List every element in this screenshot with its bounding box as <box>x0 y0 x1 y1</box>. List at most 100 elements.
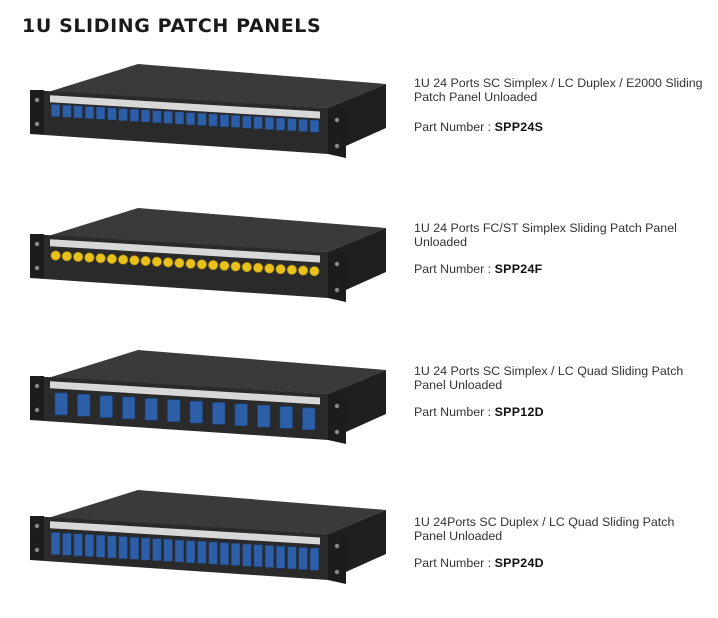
sc-duplex-adapter <box>51 532 61 555</box>
lc-quad-adapter <box>257 404 271 428</box>
label-strip <box>50 95 320 119</box>
part-number-label: Part Number : <box>414 262 495 276</box>
sc-adapter <box>186 112 196 125</box>
fc-adapter <box>129 255 140 266</box>
part-number-value: SPP24S <box>494 120 544 134</box>
sc-adapter <box>309 119 319 133</box>
rack-ear <box>328 534 346 584</box>
fc-adapter <box>118 254 129 265</box>
sc-duplex-adapter <box>219 542 229 565</box>
screw-icon <box>34 97 40 103</box>
page-title: 1U SLIDING PATCH PANELS <box>22 15 322 37</box>
screw-icon <box>34 523 40 529</box>
fc-adapter <box>275 264 286 275</box>
fc-adapter <box>151 256 162 267</box>
lc-quad-adapter <box>302 407 316 431</box>
screw-icon <box>334 117 340 123</box>
rack-ear <box>328 394 346 444</box>
lc-quad-adapter <box>77 393 91 417</box>
part-number-value: SPP24D <box>494 556 544 570</box>
fc-adapter <box>208 260 219 271</box>
fc-adapter <box>61 251 72 262</box>
fc-adapter <box>163 257 174 268</box>
sc-adapter <box>287 118 297 132</box>
sc-duplex-adapter <box>163 539 173 562</box>
fc-adapter <box>298 265 309 276</box>
sc-adapter <box>298 119 308 132</box>
screw-icon <box>334 543 340 549</box>
lc-quad-adapter <box>167 399 181 422</box>
sc-adapter <box>141 109 151 123</box>
sc-duplex-adapter <box>242 543 252 567</box>
sc-adapter <box>242 115 252 129</box>
sc-adapter <box>197 113 207 126</box>
fc-adapter <box>73 251 84 262</box>
sc-adapter <box>264 117 274 130</box>
part-number: Part Number : SPP12D <box>414 405 544 419</box>
screw-icon <box>34 241 40 247</box>
sc-duplex-adapter <box>107 535 117 559</box>
fc-adapter <box>253 262 264 273</box>
fc-adapter <box>219 260 230 271</box>
sc-adapter <box>96 107 106 120</box>
sc-duplex-adapter <box>141 537 151 561</box>
lc-quad-adapter <box>212 402 226 425</box>
fc-adapter <box>174 257 185 269</box>
sc-adapter <box>107 107 117 121</box>
lc-quad-adapter <box>189 400 203 424</box>
lc-quad-adapter <box>54 392 68 416</box>
sc-adapter <box>118 108 128 121</box>
fc-adapter <box>84 252 95 263</box>
sc-adapter <box>73 105 83 119</box>
screw-icon <box>34 547 40 553</box>
fc-adapter <box>185 258 196 269</box>
sc-adapter <box>51 104 61 117</box>
sc-adapter <box>219 114 229 127</box>
fc-adapter <box>241 262 252 273</box>
lc-quad-adapter <box>144 398 158 421</box>
sc-adapter <box>208 113 218 127</box>
sc-adapter <box>152 110 162 123</box>
product-description: 1U 24 Ports SC Simplex / LC Quad Sliding… <box>414 364 684 392</box>
sc-adapter <box>253 116 263 129</box>
screw-icon <box>34 121 40 127</box>
part-number: Part Number : SPP24D <box>414 556 544 570</box>
part-number: Part Number : SPP24S <box>414 120 543 134</box>
rack-ear <box>30 516 44 560</box>
screw-icon <box>334 569 340 575</box>
fc-adapter <box>230 261 241 272</box>
lc-quad-adapter <box>122 396 136 420</box>
part-number-value: SPP24F <box>494 262 543 276</box>
rack-ear <box>328 108 346 158</box>
rack-ear <box>30 376 44 420</box>
sc-duplex-adapter <box>287 546 297 570</box>
sc-adapter <box>62 105 72 118</box>
fc-adapter <box>309 266 320 277</box>
product-description: 1U 24 Ports SC Simplex / LC Duplex / E20… <box>414 76 703 104</box>
patch-panel-image <box>30 64 386 158</box>
rack-ear <box>30 90 44 134</box>
sc-adapter <box>276 117 286 131</box>
sc-duplex-adapter <box>84 534 94 557</box>
screw-icon <box>34 265 40 271</box>
fc-adapter <box>264 263 275 274</box>
sc-duplex-adapter <box>62 533 72 556</box>
product-spp12d <box>0 348 718 478</box>
label-strip <box>50 381 320 405</box>
sc-duplex-adapter <box>298 547 308 570</box>
sc-duplex-adapter <box>118 536 128 559</box>
sc-adapter <box>231 115 241 128</box>
part-number-label: Part Number : <box>414 120 495 134</box>
fc-adapter <box>106 253 117 264</box>
sc-adapter <box>163 111 173 124</box>
sc-duplex-adapter <box>253 544 263 567</box>
sc-duplex-adapter <box>264 545 274 568</box>
sc-duplex-adapter <box>309 547 319 571</box>
patch-panel-image <box>30 208 386 302</box>
product-spp24s <box>0 62 718 192</box>
screw-icon <box>334 287 340 293</box>
product-spp24d <box>0 488 718 618</box>
part-number-value: SPP12D <box>494 405 544 419</box>
lc-quad-adapter <box>99 395 113 418</box>
part-number-label: Part Number : <box>414 556 495 570</box>
